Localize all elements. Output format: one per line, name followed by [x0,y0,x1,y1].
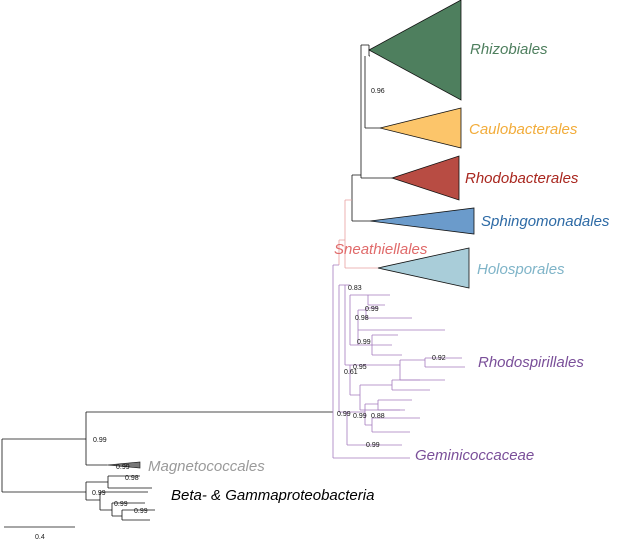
support-value: 0.61 [344,369,358,376]
clade-label-magnetococcales: Magnetococcales [148,458,265,475]
rhodospirillales-branches [332,264,465,459]
rhodobacterales-triangle [390,155,460,201]
rhizobiales-triangle [368,0,462,101]
caulobacterales-triangle [379,107,462,149]
scale-bar-label: 0.4 [35,534,45,541]
clade-label-rhodobacterales: Rhodobacterales [465,170,579,187]
sneathiellales-branches [338,199,378,269]
support-value: 0.99 [114,501,128,508]
support-value: 0.99 [357,339,371,346]
support-value: 0.96 [371,88,385,95]
clade-label-caulobacterales: Caulobacterales [469,121,578,138]
support-value: 0.95 [353,364,367,371]
outgroup-branches [85,475,155,521]
support-value: 0.83 [348,285,362,292]
clade-label-holosporales: Holosporales [477,261,565,278]
clade-label-rhodospirillales: Rhodospirillales [478,354,584,371]
support-value: 0.99 [337,411,351,418]
support-value: 0.99 [92,490,106,497]
support-value: 0.98 [125,475,139,482]
support-value: 0.99 [366,442,380,449]
backbone-branches [1,44,392,493]
magnetococcales-triangle [106,461,141,469]
support-value: 0.98 [355,315,369,322]
support-value: 0.99 [365,306,379,313]
clade-label-outgroup: Beta- & Gammaproteobacteria [171,487,374,504]
clade-label-sneathiellales: Sneathiellales [334,241,428,258]
support-value: 0.99 [134,508,148,515]
clade-label-rhizobiales: Rhizobiales [470,41,548,58]
support-value: 0.99 [353,413,367,420]
clade-label-geminicoccaceae: Geminicoccaceae [415,447,534,464]
support-value: 0.99 [116,464,130,471]
support-value: 0.99 [93,437,107,444]
holosporales-triangle [377,247,470,289]
clade-label-sphingomonadales: Sphingomonadales [481,213,610,230]
support-value: 0.92 [432,355,446,362]
sphingomonadales-triangle [369,207,475,235]
support-value: 0.88 [371,413,385,420]
